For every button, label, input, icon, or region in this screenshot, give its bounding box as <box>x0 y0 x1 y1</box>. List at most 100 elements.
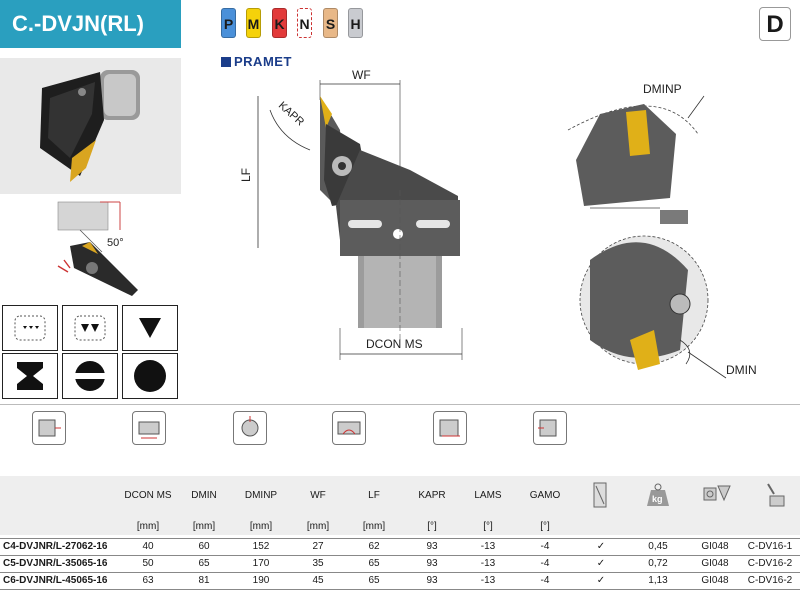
col-header-gamo: GAMO <box>529 490 561 501</box>
dmin-label: DMIN <box>726 363 757 377</box>
col-header-kapr: KAPR <box>418 490 446 501</box>
row-lf: 62 <box>368 541 380 552</box>
unit-gamo: [°] <box>540 521 550 532</box>
row-wf: 35 <box>312 558 324 569</box>
clamp-round-notch-icon <box>73 361 107 391</box>
unit-lams: [°] <box>483 521 493 532</box>
clamp-full-circle-icon <box>134 360 166 392</box>
heavy-chip-icon <box>139 318 161 338</box>
shape-cell-light <box>2 305 58 351</box>
row-insert: GI048 <box>701 575 729 586</box>
shape-cell-circle <box>122 353 178 399</box>
unit-wf: [mm] <box>306 521 330 532</box>
brand-logo: PRAMET <box>221 54 292 69</box>
external-turning-icon <box>38 419 61 437</box>
row-weight: 0,45 <box>648 541 668 552</box>
row-gamo: -4 <box>540 541 550 552</box>
material-k-badge: K <box>272 8 287 38</box>
col-header-dminp: DMINP <box>244 490 278 501</box>
row-lams: -13 <box>480 575 496 586</box>
operation-profiling <box>332 411 366 445</box>
material-n-badge: N <box>297 8 312 38</box>
unit-kapr: [°] <box>427 521 437 532</box>
row-code: C5-DVJNR/L-35065-16 <box>3 558 108 569</box>
row-dcon-ms: 50 <box>142 558 154 569</box>
row-lf: 65 <box>368 558 380 569</box>
table-row: C6-DVJNR/L-45065-16 63 81 190 45 65 93 -… <box>0 574 800 588</box>
weight-kg-icon <box>647 483 669 506</box>
operation-back-turning <box>533 411 567 445</box>
row-dcon-ms: 40 <box>142 541 154 552</box>
row-insert: GI048 <box>701 541 729 552</box>
insert-geometry-icon <box>703 485 731 502</box>
row-kapr: 93 <box>426 541 438 552</box>
row-check: ✓ <box>596 541 606 552</box>
material-m-badge: M <box>246 8 261 38</box>
row-weight: 0,72 <box>648 558 668 569</box>
row-kapr: 93 <box>426 558 438 569</box>
row-spare: C-DV16-2 <box>747 575 793 586</box>
table-row: C5-DVJNR/L-35065-16 50 65 170 35 65 93 -… <box>0 557 800 571</box>
row-code: C4-DVJNR/L-27062-16 <box>3 541 108 552</box>
row-spare: C-DV16-1 <box>747 541 793 552</box>
material-h-badge: H <box>348 8 363 38</box>
copying-icon <box>439 419 460 437</box>
shape-cell-notch <box>62 353 118 399</box>
row-lams: -13 <box>480 558 496 569</box>
table-row: C4-DVJNR/L-27062-16 40 60 152 27 62 93 -… <box>0 540 800 554</box>
row-check: ✓ <box>596 575 606 586</box>
dcon-ms-label: DCON MS <box>366 337 423 351</box>
material-p-badge: P <box>221 8 236 38</box>
row-dminp: 152 <box>252 541 270 552</box>
row-dminp: 190 <box>252 575 270 586</box>
operation-external-turning <box>32 411 66 445</box>
shape-cell-cross <box>2 353 58 399</box>
approach-sketch <box>57 201 138 296</box>
row-gamo: -4 <box>540 558 550 569</box>
row-kapr: 93 <box>426 575 438 586</box>
shape-cell-medium <box>62 305 118 351</box>
row-insert: GI048 <box>701 558 729 569</box>
operation-facing <box>132 411 166 445</box>
coolant-icon <box>241 416 259 437</box>
detail-views <box>567 95 727 379</box>
row-lams: -13 <box>480 541 496 552</box>
weight-kg-label: kg <box>652 494 663 504</box>
dminp-label: DMINP <box>643 82 682 96</box>
lf-label: LF <box>239 167 254 183</box>
unit-dcon-ms: [mm] <box>136 521 160 532</box>
operation-coolant <box>233 411 267 445</box>
back-turning-icon <box>538 419 557 437</box>
wf-label: WF <box>352 68 371 82</box>
light-chip-icon <box>14 315 46 341</box>
product-photo <box>0 58 181 194</box>
row-dcon-ms: 63 <box>142 575 154 586</box>
profiling-icon <box>337 421 361 435</box>
row-weight: 1,13 <box>648 575 668 586</box>
facing-icon <box>138 421 160 439</box>
operation-copying <box>433 411 467 445</box>
main-drawing <box>257 80 463 360</box>
row-dminp: 170 <box>252 558 270 569</box>
row-lf: 65 <box>368 575 380 586</box>
section-letter: D <box>759 7 791 41</box>
coolant-column-icon <box>593 482 607 508</box>
row-code: C6-DVJNR/L-45065-16 <box>3 575 108 586</box>
row-check: ✓ <box>596 558 606 569</box>
row-dmin: 65 <box>198 558 210 569</box>
row-wf: 27 <box>312 541 324 552</box>
unit-dmin: [mm] <box>192 521 216 532</box>
col-header-dmin: DMIN <box>191 490 217 501</box>
row-gamo: -4 <box>540 575 550 586</box>
unit-dminp: [mm] <box>249 521 273 532</box>
spare-parts-icon <box>767 483 785 507</box>
medium-chip-icon <box>74 315 106 341</box>
row-wf: 45 <box>312 575 324 586</box>
page-title: C.-DVJN(RL) EXT <box>0 0 181 84</box>
pramet-mark-icon <box>221 57 231 67</box>
material-s-badge: S <box>323 8 338 38</box>
row-dmin: 81 <box>198 575 210 586</box>
clamp-cross-icon <box>17 362 43 390</box>
shape-cell-heavy <box>122 305 178 351</box>
col-header-wf: WF <box>310 490 326 501</box>
